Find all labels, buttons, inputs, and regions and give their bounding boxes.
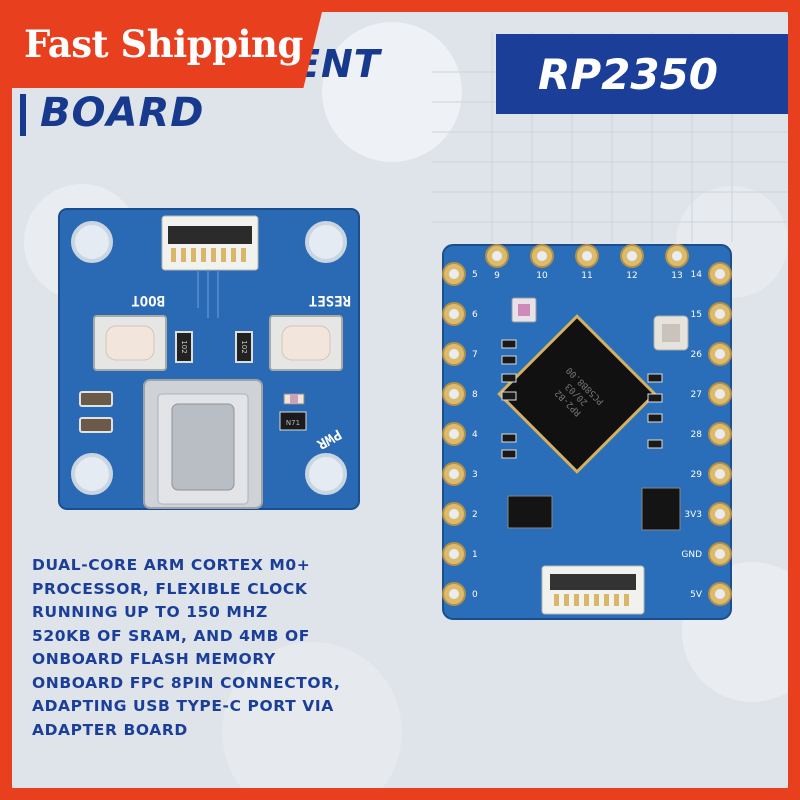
- pin-label: 3V3: [684, 510, 702, 520]
- pin-hole: [715, 349, 725, 359]
- rp2350-chip: RP2-B2 20/03 PC58B8.00: [497, 314, 657, 474]
- mounting-holes: [71, 221, 347, 495]
- pin-label: 14: [691, 270, 703, 280]
- usb-c-adapter-board: BOOT RESET 102 102: [58, 208, 360, 510]
- flash-memory: [507, 495, 553, 529]
- pin-label: 27: [691, 390, 702, 400]
- feature-line: PROCESSOR, FLEXIBLE CLOCK: [32, 579, 308, 598]
- pin-label: 11: [581, 271, 592, 281]
- bg-bubble: [322, 22, 462, 162]
- pin-hole: [715, 509, 725, 519]
- svg-text:102: 102: [240, 340, 248, 353]
- pin-hole: [715, 389, 725, 399]
- pin-hole: [627, 251, 637, 261]
- left-pin-row: 5 6 7 8 4 3 2 1 0: [442, 262, 478, 606]
- pin-hole: [672, 251, 682, 261]
- fpc-connector: [161, 215, 259, 271]
- pin-label: 6: [472, 310, 478, 320]
- capacitor: [79, 391, 113, 433]
- pin-hole: [449, 269, 459, 279]
- pin-label: 7: [472, 350, 478, 360]
- pin-hole: [537, 251, 547, 261]
- pin-label: 10: [536, 271, 548, 281]
- svg-text:102: 102: [180, 340, 188, 353]
- pin-hole: [492, 251, 502, 261]
- pin-label: 2: [472, 510, 478, 520]
- pin-hole: [449, 469, 459, 479]
- pin-hole: [449, 349, 459, 359]
- resistor: 102: [175, 331, 193, 363]
- pin-hole: [449, 429, 459, 439]
- feature-line: ADAPTER BOARD: [32, 720, 188, 739]
- svg-text:N71: N71: [286, 419, 300, 427]
- chip-name-banner: RP2350: [496, 34, 788, 114]
- pin-hole: [449, 389, 459, 399]
- feature-line: ADAPTING USB TYPE-C PORT VIA: [32, 697, 334, 715]
- pin-hole: [449, 589, 459, 599]
- pin-label: 28: [691, 430, 703, 440]
- chip-name: RP2350: [538, 50, 719, 99]
- reset-label: RESET: [309, 292, 351, 308]
- pin-hole: [715, 589, 725, 599]
- pin-label: 15: [691, 310, 702, 320]
- boot-button[interactable]: [93, 315, 167, 371]
- ribbon-text: Fast Shipping: [24, 22, 303, 66]
- ic-chip: N71: [279, 411, 307, 431]
- feature-line: RUNNING UP TO 150 MHZ: [32, 603, 268, 621]
- resistor: 102: [235, 331, 253, 363]
- pin-label: 29: [691, 470, 703, 480]
- top-pin-row: 9 10 11 12 13: [485, 244, 689, 281]
- pin-label: 12: [626, 271, 637, 281]
- pin-hole: [715, 429, 725, 439]
- pin-label: 5V: [690, 590, 703, 600]
- voltage-regulator: [641, 487, 681, 531]
- pin-label: 26: [691, 350, 703, 360]
- title-accent-bar: [20, 94, 26, 136]
- fast-shipping-ribbon: Fast Shipping: [12, 12, 322, 88]
- rgb-led: [511, 297, 537, 323]
- pin-hole: [715, 309, 725, 319]
- pin-hole: [582, 251, 592, 261]
- pin-label: 3: [472, 470, 478, 480]
- feature-line: 520KB OF SRAM, AND 4MB OF: [32, 626, 310, 645]
- feature-line: ONBOARD FLASH MEMORY: [32, 650, 276, 668]
- feature-line: ONBOARD FPC 8PIN CONNECTOR,: [32, 673, 341, 692]
- pin-label: 13: [671, 271, 682, 281]
- crystal: [653, 315, 689, 351]
- pin-label: 9: [494, 271, 500, 281]
- pin-hole: [715, 269, 725, 279]
- product-image: ENT BOARD Fast Shipping RP2350: [12, 12, 788, 788]
- pin-hole: [449, 509, 459, 519]
- pin-label: 4: [472, 430, 478, 440]
- pin-label: 1: [472, 550, 478, 560]
- pin-hole: [449, 549, 459, 559]
- bg-bubble: [222, 642, 402, 788]
- title-board: BOARD: [40, 90, 205, 136]
- usb-c-port[interactable]: [143, 379, 263, 509]
- board-fpc-connector: [541, 565, 645, 615]
- pin-label: GND: [681, 550, 702, 560]
- reset-button[interactable]: [269, 315, 343, 371]
- feature-list: DUAL-CORE ARM CORTEX M0+ PROCESSOR, FLEX…: [32, 554, 392, 742]
- pin-label: 5: [472, 270, 478, 280]
- pin-label: 0: [472, 590, 478, 600]
- boot-label: BOOT: [131, 292, 165, 308]
- passive-components: [501, 339, 663, 459]
- pin-hole: [715, 549, 725, 559]
- pin-label: 8: [472, 390, 478, 400]
- feature-line: DUAL-CORE ARM CORTEX M0+: [32, 556, 311, 574]
- pin-hole: [715, 469, 725, 479]
- pwr-led: [283, 393, 305, 405]
- pin-hole: [449, 309, 459, 319]
